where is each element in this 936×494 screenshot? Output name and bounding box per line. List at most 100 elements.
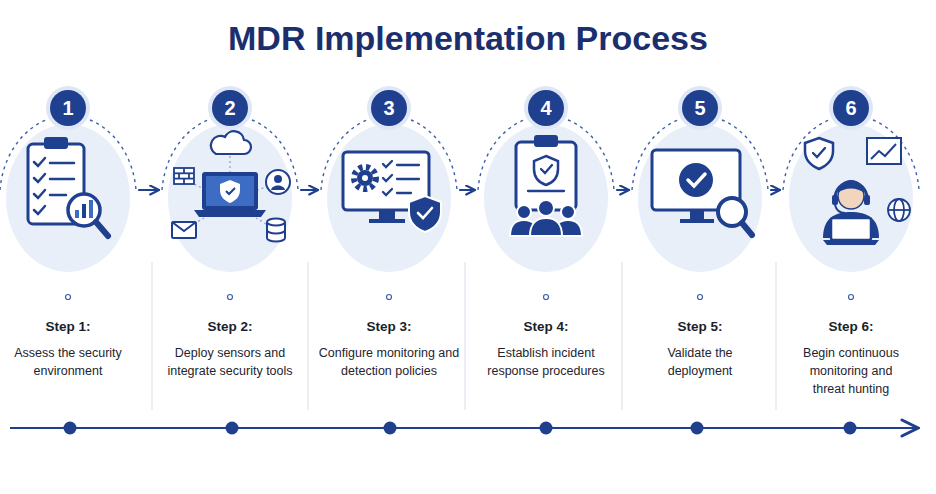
- check-list: [383, 161, 419, 195]
- step-description: Deploy sensors and integrate security to…: [155, 344, 305, 380]
- check-mark: [383, 175, 392, 181]
- brick-line: [183, 168, 185, 173]
- validation-icon: [652, 150, 752, 235]
- chart-bar: [75, 210, 79, 218]
- column-separators: [152, 262, 776, 410]
- step-badge: 2: [212, 90, 248, 126]
- step-heading: Step 3:: [314, 318, 464, 336]
- headset-band: [835, 182, 867, 198]
- check-mark: [418, 208, 432, 218]
- step-description: Begin continuous monitoring and threat h…: [796, 344, 906, 398]
- shield-symbol: [220, 180, 240, 203]
- timeline-dot: [844, 422, 857, 435]
- firewall-wall: [174, 168, 194, 184]
- clipboard-icon: [28, 137, 108, 236]
- gear-hole: [362, 175, 368, 181]
- configuration-icon: [343, 152, 441, 232]
- integration-links: [190, 156, 268, 224]
- user-ring: [266, 170, 290, 194]
- separator-line: [308, 262, 309, 410]
- gear-teeth: [354, 167, 376, 189]
- column-dot: [228, 295, 233, 300]
- list-line: [50, 178, 74, 181]
- timeline-dot: [691, 422, 704, 435]
- list-line: [528, 190, 564, 192]
- check-mark: [541, 165, 552, 173]
- step-column: Step 1:Assess the security environment1: [3, 122, 133, 402]
- laptop-screen: [206, 176, 254, 206]
- step-backdrop: [484, 124, 608, 272]
- flow-arrow: [617, 189, 629, 191]
- timeline-line: [10, 427, 918, 429]
- timeline-dot: [540, 422, 553, 435]
- chart-bar: [82, 204, 86, 218]
- check-mark: [688, 174, 705, 186]
- user-symbol: [266, 170, 290, 194]
- step-heading: Step 5:: [625, 318, 775, 336]
- person-head: [561, 205, 575, 219]
- timeline-dot: [64, 422, 77, 435]
- step-backdrop: [638, 124, 762, 272]
- step-badge: 5: [682, 90, 718, 126]
- step-number: 4: [540, 97, 551, 119]
- headset-mic: [835, 205, 845, 213]
- check-mark: [383, 189, 392, 195]
- check-badge: [679, 163, 713, 197]
- link-line: [256, 218, 266, 224]
- step-column: Step 6:Begin continuous monitoring and t…: [786, 122, 916, 402]
- list-line: [50, 162, 74, 165]
- step-heading: Step 6:: [776, 318, 926, 336]
- laptop-base: [194, 210, 266, 217]
- analyst-icon: [805, 138, 910, 245]
- link-line: [229, 156, 230, 172]
- response-plan-icon: [510, 135, 582, 236]
- user-head: [274, 175, 282, 183]
- step-heading: Step 2:: [155, 318, 305, 336]
- list-line: [397, 178, 419, 180]
- database-ring: [267, 230, 285, 234]
- chart-frame: [867, 138, 901, 164]
- list-line: [397, 192, 411, 194]
- step-backdrop: [327, 124, 451, 272]
- flow-arrow: [460, 189, 475, 191]
- step-backdrops: [6, 124, 913, 272]
- brick-line: [178, 173, 180, 178]
- brick-line: [188, 173, 190, 178]
- chart-line: [871, 144, 896, 159]
- list-line: [50, 194, 66, 197]
- person-head: [538, 200, 554, 216]
- database-symbol: [267, 219, 285, 242]
- column-dot: [387, 295, 392, 300]
- check-mark: [813, 148, 825, 157]
- monitor-stand: [369, 210, 405, 223]
- laptop-frame: [202, 172, 258, 210]
- brick-line: [183, 179, 185, 184]
- check-mark: [34, 158, 45, 166]
- step-column: Step 3:Configure monitoring and detectio…: [324, 122, 454, 402]
- step-number: 5: [694, 97, 705, 119]
- integration-icon: [172, 131, 290, 241]
- envelope-flap: [172, 222, 196, 231]
- list-line: [397, 164, 419, 166]
- step-column: Step 5:Validate the deployment5: [635, 122, 765, 402]
- gear-body: [357, 170, 373, 186]
- chart-bar: [89, 200, 93, 218]
- person-body: [530, 218, 562, 236]
- dashed-arcs: [0, 120, 919, 190]
- shield-symbol: [534, 156, 558, 185]
- step-column: Step 2:Deploy sensors and integrate secu…: [165, 122, 295, 402]
- step-number: 2: [224, 97, 235, 119]
- laptop-screen: [831, 218, 871, 240]
- step-heading: Step 4:: [471, 318, 621, 336]
- shield-symbol: [409, 196, 441, 232]
- step-description: Assess the security environment: [8, 344, 128, 380]
- magnifier-handle: [96, 222, 108, 236]
- step-backdrop: [789, 124, 913, 272]
- user-body: [271, 186, 285, 191]
- laptop-base: [823, 240, 879, 245]
- step-badge: 1: [50, 90, 86, 126]
- step-description: Validate the deployment: [660, 344, 740, 380]
